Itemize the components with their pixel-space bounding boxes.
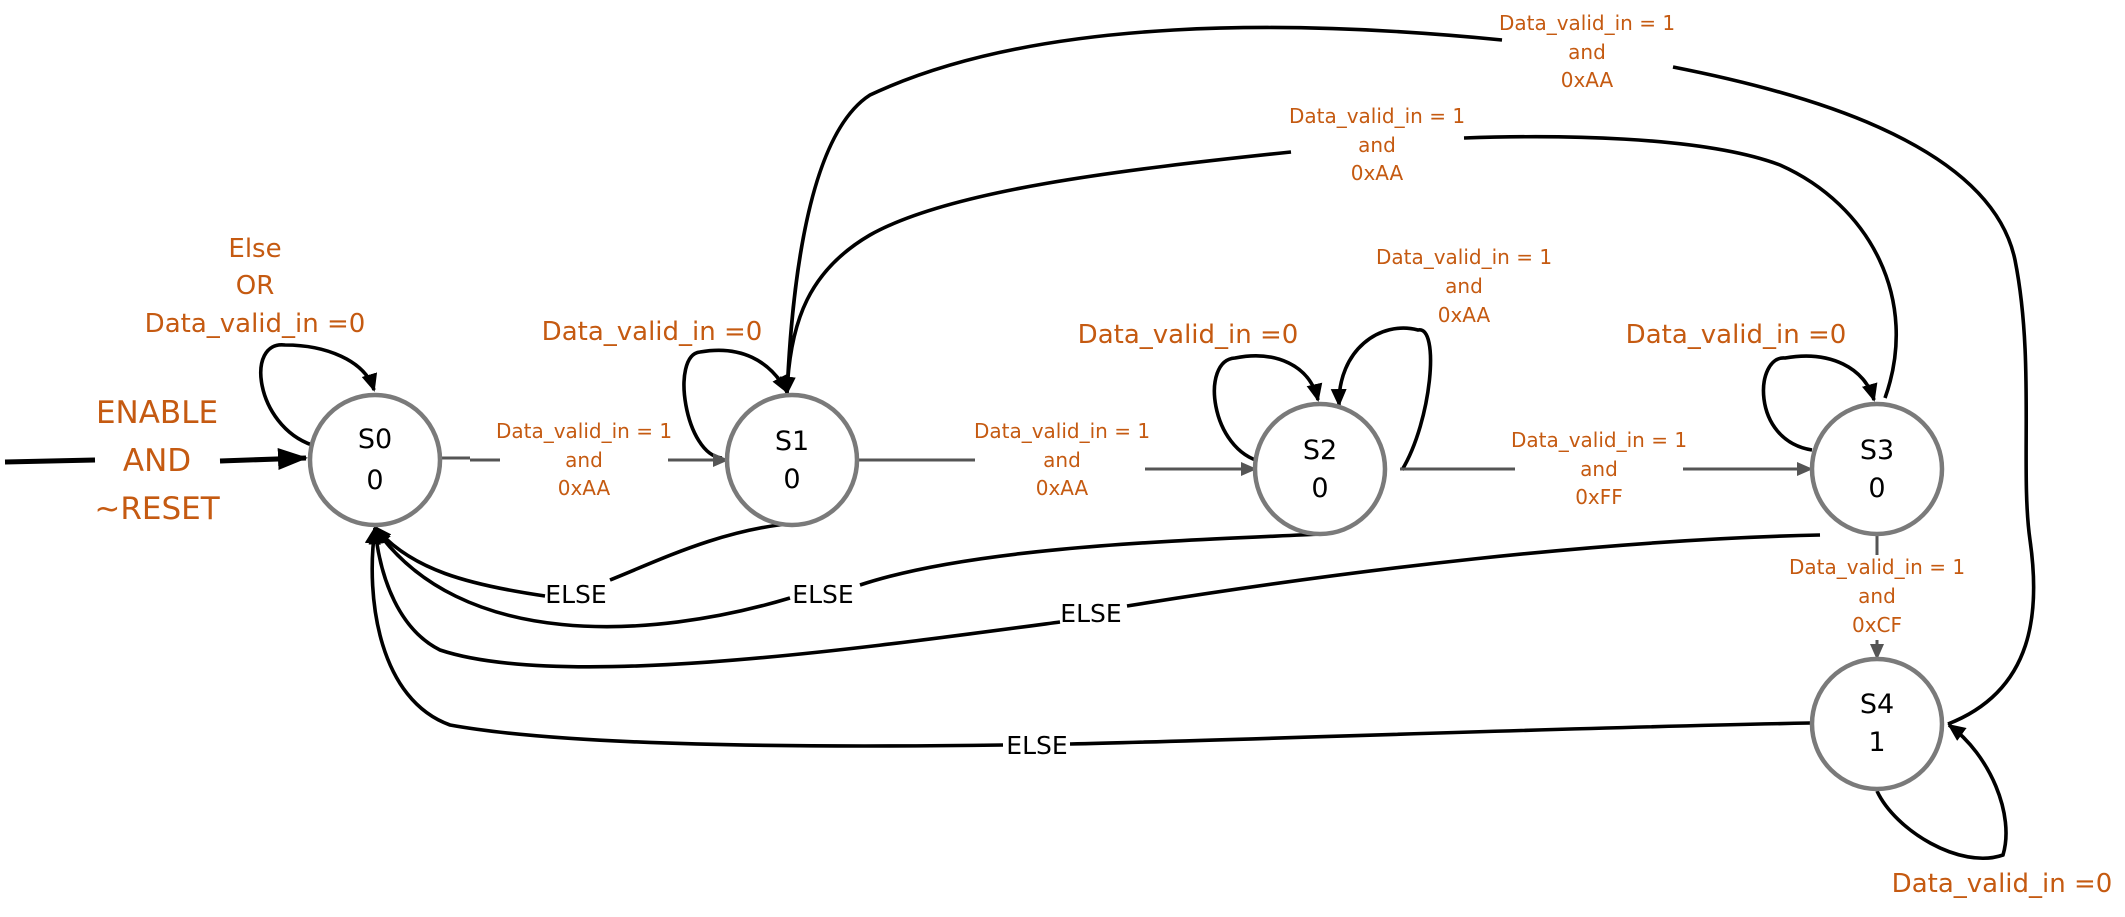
s4-self-loop	[1875, 723, 2008, 861]
state-s3-name: S3	[1860, 435, 1894, 466]
s4-self-label: Data_valid_in =0	[1892, 869, 2113, 899]
s3-s1-label-line-3: 0xAA	[1351, 161, 1404, 185]
s1-s2-label-line-3: 0xAA	[1036, 476, 1089, 500]
s0-s1-label-line-2: and	[565, 448, 603, 472]
edge-s3-s1	[779, 134, 1899, 399]
s2-self2-label-line-2: and	[1445, 274, 1483, 298]
edge-s4-s0	[364, 526, 1811, 748]
s4-s1-label-line-3: 0xAA	[1561, 68, 1614, 92]
s3-s1-label-line-1: Data_valid_in = 1	[1289, 104, 1465, 128]
s4-s1-label-line-1: Data_valid_in = 1	[1499, 11, 1675, 35]
s0-self-loop	[259, 343, 378, 447]
s2-self-loop	[1212, 354, 1323, 464]
s2-self-loop-2	[1330, 326, 1433, 471]
state-s0: S0 0	[307, 392, 443, 528]
entry-label-line-3: ~RESET	[94, 491, 220, 527]
s2-s3-label-line-2: and	[1580, 457, 1618, 481]
state-s2-name: S2	[1303, 435, 1337, 466]
s2-s0-else-label: ELSE	[792, 580, 853, 609]
s3-s0-else-label: ELSE	[1060, 599, 1121, 628]
state-s2: S2 0	[1252, 401, 1388, 537]
s1-s2-label-line-1: Data_valid_in = 1	[974, 419, 1150, 443]
state-s4-output: 1	[1868, 727, 1885, 758]
s4-s0-else-label: ELSE	[1006, 731, 1067, 760]
s0-s1-label-line-1: Data_valid_in = 1	[496, 419, 672, 443]
edge-s4-s1	[779, 25, 2036, 726]
s1-s0-else-label: ELSE	[545, 580, 606, 609]
state-s4-name: S4	[1860, 689, 1894, 720]
state-s0-output: 0	[366, 465, 383, 496]
s1-self-label: Data_valid_in =0	[542, 317, 763, 347]
edge-s2-s0	[373, 526, 1323, 629]
s3-s4-label-line-3: 0xCF	[1852, 613, 1902, 637]
edge-s3-s0	[368, 526, 1821, 669]
state-s1-name: S1	[775, 426, 809, 457]
s3-s4-label-line-1: Data_valid_in = 1	[1789, 555, 1965, 579]
s2-self-label: Data_valid_in =0	[1078, 320, 1299, 350]
state-s4: S4 1	[1809, 656, 1945, 792]
state-s3: S3 0	[1809, 401, 1945, 537]
state-s3-output: 0	[1868, 473, 1885, 504]
entry-label-line-2: AND	[123, 443, 191, 479]
s3-s4-label-line-2: and	[1858, 584, 1896, 608]
s3-s1-label-line-2: and	[1358, 133, 1396, 157]
s1-s2-label-line-2: and	[1043, 448, 1081, 472]
s3-self-label: Data_valid_in =0	[1626, 320, 1847, 350]
state-s1-output: 0	[783, 464, 800, 495]
s2-s3-label-line-3: 0xFF	[1575, 485, 1623, 509]
s0-s1-label-line-3: 0xAA	[558, 476, 611, 500]
s1-self-loop	[682, 348, 789, 460]
entry-label-line-1: ENABLE	[96, 395, 218, 431]
state-s1: S1 0	[724, 392, 860, 528]
s3-self-loop	[1761, 354, 1878, 452]
s0-self-label-line-3: Data_valid_in =0	[145, 309, 366, 339]
edge-s1-s2	[858, 458, 1257, 476]
s0-self-label-line-1: Else	[228, 234, 281, 264]
edge-s0-s1	[440, 453, 729, 467]
entry-arrow	[4, 447, 308, 470]
s0-self-label-line-2: OR	[236, 271, 275, 301]
state-s2-output: 0	[1311, 473, 1328, 504]
state-s0-name: S0	[358, 424, 392, 455]
s2-self2-label-line-3: 0xAA	[1438, 303, 1491, 327]
s2-self2-label-line-1: Data_valid_in = 1	[1376, 245, 1552, 269]
s2-s3-label-line-1: Data_valid_in = 1	[1511, 428, 1687, 452]
s4-s1-label-line-2: and	[1568, 40, 1606, 64]
